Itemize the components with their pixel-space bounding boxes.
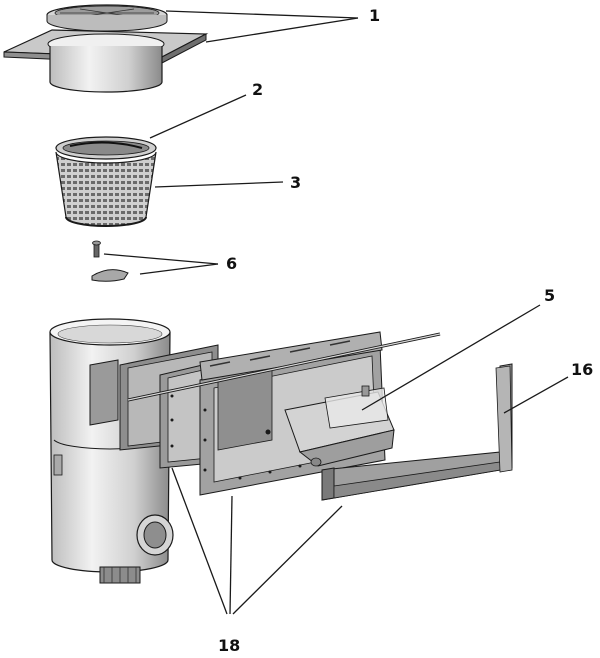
callout-18: 18	[218, 636, 241, 655]
skimmer-collar	[3, 29, 209, 93]
leader-lines	[103, 10, 569, 615]
callout-16: 16	[571, 360, 594, 379]
skimmer-basket	[55, 136, 157, 227]
callout-3: 3	[290, 173, 302, 192]
fixing-screw-and-clip	[91, 240, 129, 282]
u-frame	[321, 363, 513, 501]
callout-1: 1	[369, 6, 381, 25]
callout-2: 2	[252, 80, 264, 99]
skimmer-lid	[46, 4, 168, 32]
callout-6: 6	[226, 254, 238, 273]
callout-5: 5	[544, 286, 556, 305]
